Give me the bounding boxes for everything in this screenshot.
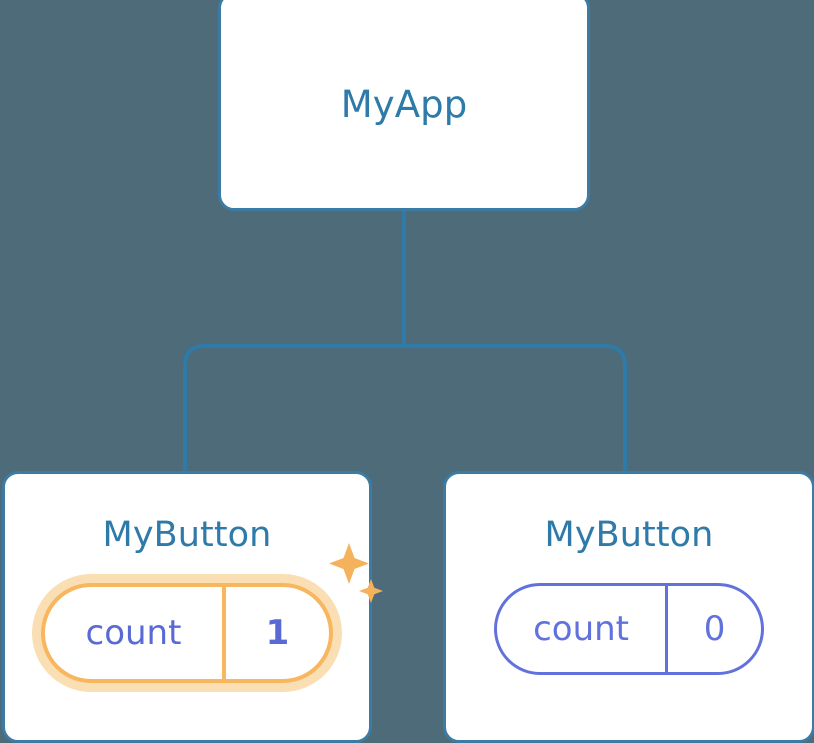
state-pill-key-1: count (45, 587, 226, 679)
state-pill-value-2: 0 (703, 609, 726, 649)
sparkle-group (329, 543, 383, 603)
node-mybutton-1[interactable]: MyButton count 1 (2, 471, 383, 743)
node-myapp[interactable]: MyApp (218, 0, 590, 211)
state-pill-key-2: count (497, 586, 669, 672)
state-pill-count-1[interactable]: count 1 (41, 543, 383, 683)
state-pill-body-2[interactable]: count 0 (494, 583, 764, 675)
node-mybutton-1-title: MyButton (102, 515, 272, 555)
node-mybutton-2-title: MyButton (544, 515, 714, 555)
state-pill-body-1[interactable]: count 1 (41, 583, 333, 683)
connector-branch-bus (183, 344, 627, 474)
sparkle-small-icon (359, 579, 383, 603)
node-mybutton-2[interactable]: MyButton count 0 (443, 471, 814, 743)
state-pill-value-1: 1 (265, 613, 290, 653)
sparkle-large-icon (329, 543, 369, 584)
node-myapp-title: MyApp (340, 82, 468, 126)
state-pill-count-2[interactable]: count 0 (494, 583, 764, 675)
